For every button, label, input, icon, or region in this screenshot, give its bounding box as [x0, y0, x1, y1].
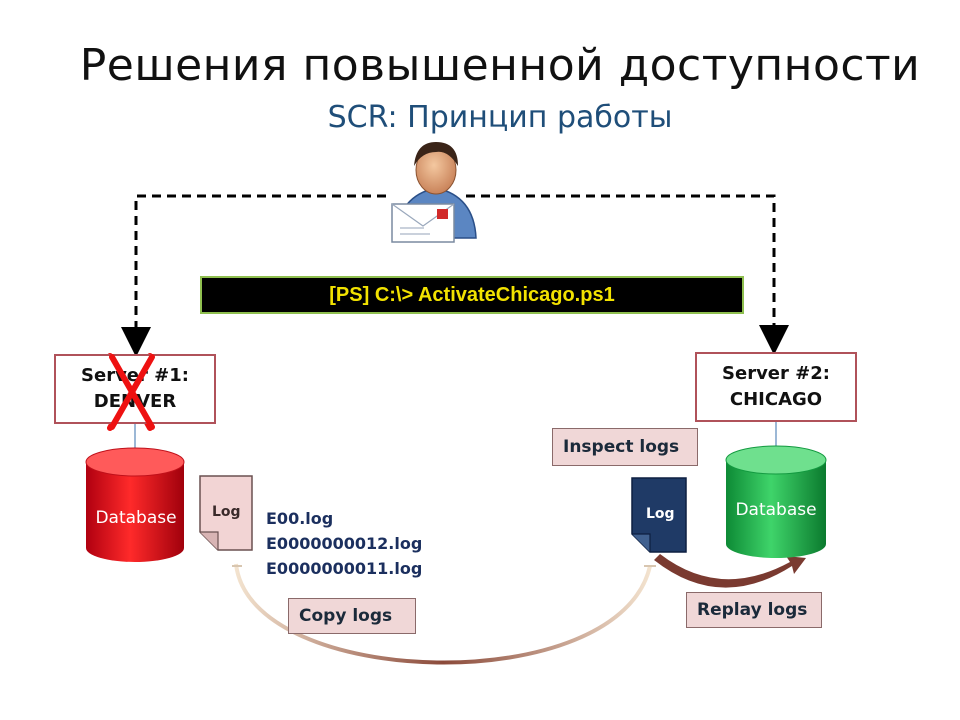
envelope-icon: [391, 203, 455, 243]
log-file-list: E00.log E0000000012.log E0000000011.log: [266, 506, 422, 581]
server1-line1: Server #1:: [81, 365, 189, 386]
server1-line2: DENVER: [93, 391, 177, 412]
copy-logs-arc: [234, 563, 652, 665]
log-file-item: E0000000012.log: [266, 534, 423, 553]
powershell-command-bar: [PS] C:\> ActivateChicago.ps1: [200, 276, 744, 314]
log2-label: Log: [646, 506, 675, 522]
database2-cylinder: [725, 445, 827, 558]
copy-logs-label: Copy logs: [288, 598, 416, 634]
dashed-connector-right: [466, 194, 789, 355]
log-file-item: E00.log: [266, 509, 334, 528]
server1-box: Server #1: DENVER: [54, 354, 216, 424]
server2-line1: Server #2:: [722, 363, 830, 384]
log1-document-icon: [199, 475, 253, 551]
server2-box: Server #2: CHICAGO: [695, 352, 857, 422]
database1-label: Database: [95, 508, 177, 528]
replay-logs-arrow: [654, 554, 806, 588]
log-file-item: E0000000011.log: [266, 559, 423, 578]
slide-title: Решения повышенной доступности: [79, 40, 921, 91]
database1-cylinder: [85, 447, 185, 562]
server2-line2: CHICAGO: [729, 389, 823, 410]
slide-subtitle: SCR: Принцип работы: [327, 100, 673, 135]
dashed-connector-left: [121, 194, 386, 357]
powershell-command-text: [PS] C:\> ActivateChicago.ps1: [329, 283, 615, 306]
log1-label: Log: [212, 504, 241, 520]
inspect-logs-label: Inspect logs: [552, 428, 698, 466]
replay-logs-label: Replay logs: [686, 592, 822, 628]
log2-document-icon: [631, 477, 687, 553]
database2-label: Database: [735, 500, 817, 520]
